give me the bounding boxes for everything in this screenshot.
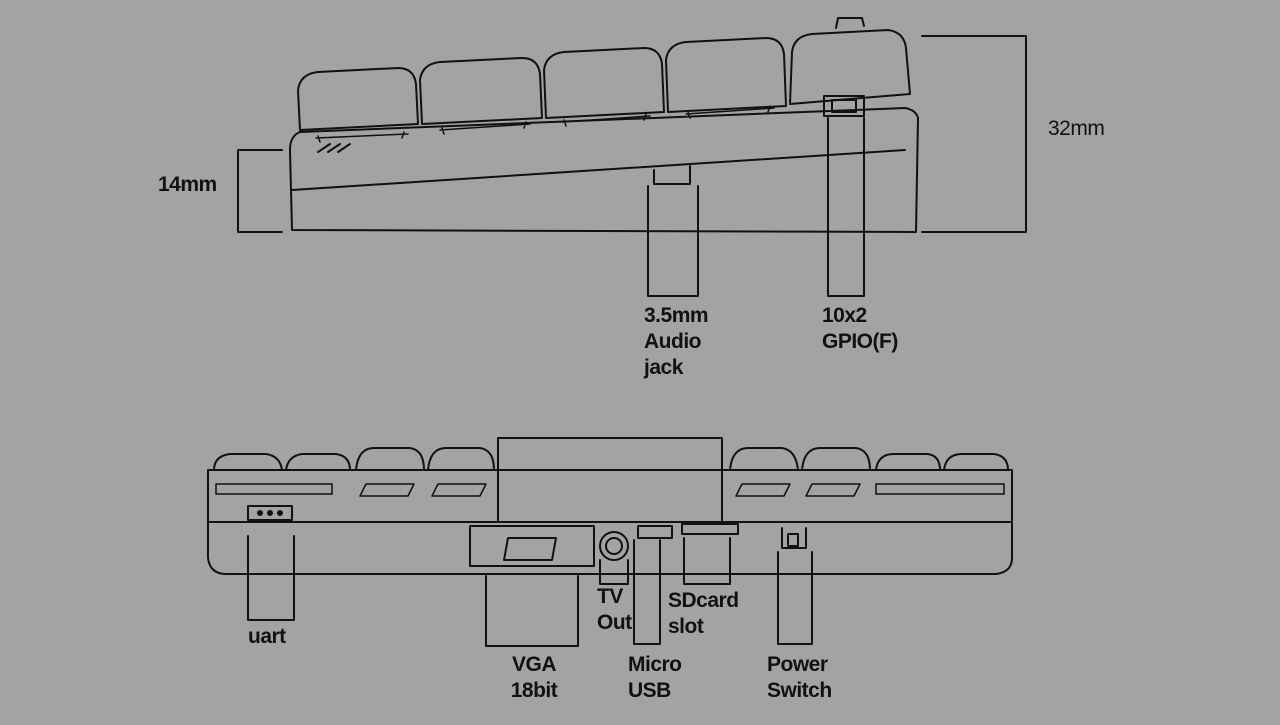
- callout-power: [777, 551, 813, 645]
- label-sd-line-2: slot: [668, 615, 704, 638]
- tv-out-jack: [599, 531, 629, 561]
- label-power-switch: Power Switch: [767, 652, 832, 704]
- label-gpio-line-2: GPIO(F): [822, 330, 898, 353]
- label-audio-line-1: 3.5mm: [644, 304, 709, 327]
- side-audio-jack: [653, 165, 691, 185]
- label-height-back: 32mm: [1048, 117, 1105, 140]
- power-switch: [781, 527, 807, 549]
- label-tv-out: TV Out: [597, 584, 632, 636]
- callout-audio: [647, 185, 699, 297]
- side-keycaps: [297, 17, 911, 131]
- back-keycaps: [213, 447, 1009, 471]
- label-audio-jack: 3.5mm Audio jack: [644, 303, 709, 381]
- side-gpio-block: [823, 95, 865, 117]
- label-audio-line-3: jack: [644, 356, 683, 379]
- side-vents: [317, 143, 351, 153]
- label-tv-line-1: TV: [597, 585, 623, 608]
- uart-header: [247, 505, 293, 521]
- dim-32mm: [921, 35, 1027, 233]
- label-sdcard: SDcard slot: [668, 588, 739, 640]
- callout-vga: [485, 575, 579, 647]
- micro-usb-port: [637, 525, 673, 539]
- vga-port: [469, 525, 595, 567]
- callout-sd: [683, 537, 731, 585]
- side-view: [237, 17, 1027, 297]
- label-height-front: 14mm: [158, 173, 217, 196]
- callout-gpio: [827, 117, 865, 297]
- dim-14mm: [237, 149, 283, 233]
- side-body: [289, 107, 919, 233]
- callout-usb: [633, 539, 661, 645]
- label-vga-line-1: VGA: [511, 653, 557, 676]
- back-body: [207, 469, 1013, 575]
- side-switches: [315, 105, 775, 143]
- label-vga: VGA 18bit: [494, 652, 574, 704]
- label-gpio-line-1: 10x2: [822, 304, 867, 327]
- label-usb-line-2: USB: [628, 679, 671, 702]
- label-power-line-1: Power: [767, 653, 828, 676]
- back-view: [207, 437, 1013, 647]
- label-sd-line-1: SDcard: [668, 589, 739, 612]
- label-tv-line-2: Out: [597, 611, 632, 634]
- label-micro-usb: Micro USB: [628, 652, 682, 704]
- label-audio-line-2: Audio: [644, 330, 701, 353]
- back-top-module: [497, 437, 723, 523]
- label-vga-line-2: 18bit: [510, 679, 558, 702]
- callout-tv: [599, 559, 629, 585]
- sdcard-slot: [681, 523, 739, 535]
- side-body-top-edge: [291, 149, 906, 191]
- label-usb-line-1: Micro: [628, 653, 682, 676]
- label-gpio: 10x2 GPIO(F): [822, 303, 898, 355]
- label-uart: uart: [248, 625, 286, 648]
- back-key-rails: [215, 483, 1005, 497]
- label-power-line-2: Switch: [767, 679, 832, 702]
- callout-uart: [247, 535, 295, 621]
